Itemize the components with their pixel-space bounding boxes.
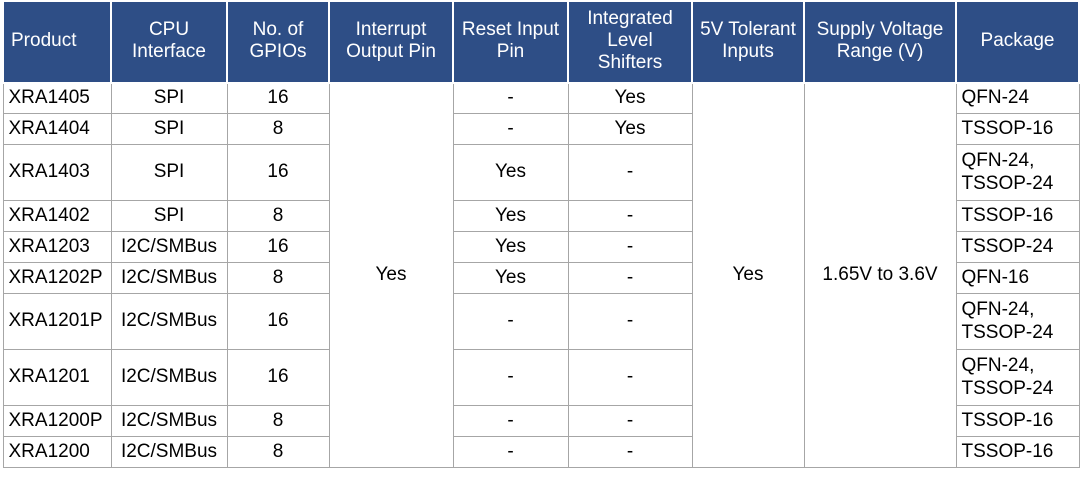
cell-5v-tolerant-inputs-merged: Yes [691,82,805,469]
cell-product: XRA1202P [2,262,112,295]
cell-integrated-level-shifters: - [567,405,693,438]
cell-integrated-level-shifters: - [567,144,693,202]
cell-no-of-gpios: 8 [226,436,330,469]
cell-reset-input-pin: - [452,405,569,438]
cell-no-of-gpios: 16 [226,349,330,407]
column-header-supply-voltage-range: Supply Voltage Range (V) [804,2,957,84]
cell-cpu-interface: SPI [110,82,228,115]
cell-no-of-gpios: 8 [226,113,330,146]
cell-integrated-level-shifters: - [567,262,693,295]
cell-cpu-interface: I2C/SMBus [110,436,228,469]
cell-product: XRA1402 [2,200,112,233]
cell-product: XRA1203 [2,231,112,264]
cell-package: TSSOP-16 [955,405,1080,438]
cell-package: QFN-24 [955,82,1080,115]
cell-reset-input-pin: - [452,293,569,351]
cell-no-of-gpios: 16 [226,231,330,264]
cell-no-of-gpios: 8 [226,262,330,295]
cell-cpu-interface: SPI [110,144,228,202]
header-row: Product CPU Interface No. of GPIOs Inter… [2,2,1080,84]
cell-supply-voltage-range-merged: 1.65V to 3.6V [803,82,957,469]
cell-integrated-level-shifters: Yes [567,113,693,146]
cell-product: XRA1403 [2,144,112,202]
cell-cpu-interface: I2C/SMBus [110,293,228,351]
cell-reset-input-pin: Yes [452,231,569,264]
cell-cpu-interface: I2C/SMBus [110,349,228,407]
cell-integrated-level-shifters: Yes [567,82,693,115]
cell-cpu-interface: I2C/SMBus [110,231,228,264]
cell-product: XRA1404 [2,113,112,146]
cell-cpu-interface: SPI [110,113,228,146]
cell-reset-input-pin: Yes [452,200,569,233]
cell-product: XRA1405 [2,82,112,115]
cell-no-of-gpios: 8 [226,200,330,233]
cell-no-of-gpios: 16 [226,144,330,202]
cell-integrated-level-shifters: - [567,231,693,264]
cell-reset-input-pin: - [452,113,569,146]
product-selector-table: Product CPU Interface No. of GPIOs Inter… [2,2,1080,469]
cell-reset-input-pin: Yes [452,262,569,295]
column-header-package: Package [956,2,1080,84]
column-header-interrupt-output-pin: Interrupt Output Pin [329,2,454,84]
cell-interrupt-output-pin-merged: Yes [328,82,454,469]
cell-integrated-level-shifters: - [567,293,693,351]
cell-package: QFN-24, TSSOP-24 [955,144,1080,202]
column-header-5v-tolerant-inputs: 5V Tolerant Inputs [692,2,805,84]
cell-package: TSSOP-16 [955,113,1080,146]
column-header-cpu-interface: CPU Interface [111,2,228,84]
cell-reset-input-pin: - [452,82,569,115]
cell-product: XRA1200 [2,436,112,469]
cell-reset-input-pin: - [452,349,569,407]
cell-integrated-level-shifters: - [567,349,693,407]
cell-no-of-gpios: 8 [226,405,330,438]
cell-integrated-level-shifters: - [567,200,693,233]
column-header-integrated-level-shifters: Integrated Level Shifters [568,2,693,84]
cell-integrated-level-shifters: - [567,436,693,469]
cell-reset-input-pin: - [452,436,569,469]
column-header-reset-input-pin: Reset Input Pin [453,2,569,84]
cell-cpu-interface: SPI [110,200,228,233]
cell-package: TSSOP-16 [955,436,1080,469]
cell-cpu-interface: I2C/SMBus [110,405,228,438]
cell-product: XRA1201 [2,349,112,407]
cell-product: XRA1201P [2,293,112,351]
cell-product: XRA1200P [2,405,112,438]
cell-package: QFN-16 [955,262,1080,295]
cell-package: TSSOP-24 [955,231,1080,264]
column-header-no-of-gpios: No. of GPIOs [227,2,330,84]
cell-cpu-interface: I2C/SMBus [110,262,228,295]
cell-package: TSSOP-16 [955,200,1080,233]
cell-no-of-gpios: 16 [226,82,330,115]
cell-package: QFN-24, TSSOP-24 [955,349,1080,407]
table-header: Product CPU Interface No. of GPIOs Inter… [2,2,1080,84]
column-header-product: Product [2,2,112,84]
cell-no-of-gpios: 16 [226,293,330,351]
cell-reset-input-pin: Yes [452,144,569,202]
cell-package: QFN-24, TSSOP-24 [955,293,1080,351]
